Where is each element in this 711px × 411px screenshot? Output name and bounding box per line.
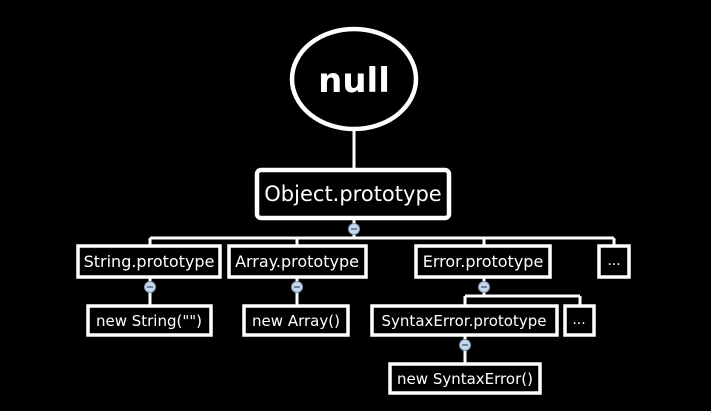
node-string-prototype[interactable]: String.prototype — [76, 244, 222, 279]
node-new-string[interactable]: new String("") — [86, 304, 213, 337]
node-error-prototype-shape — [414, 244, 552, 279]
node-string-prototype-label: String.prototype — [84, 252, 215, 271]
node-object-prototype[interactable]: Object.prototype — [254, 167, 452, 221]
collapse-toggle-object-prototype[interactable] — [348, 223, 360, 235]
collapse-toggle-string-prototype[interactable] — [144, 281, 156, 293]
node-syntax-error-prototype-label: SyntaxError.prototype — [382, 312, 547, 330]
node-new-array-label: new Array() — [252, 312, 340, 330]
node-top-more[interactable]: ... — [597, 244, 631, 279]
node-error-more-shape — [563, 304, 596, 337]
collapse-toggle-array-prototype[interactable] — [291, 281, 303, 293]
node-error-prototype-label: Error.prototype — [423, 252, 544, 271]
node-syntax-error-prototype[interactable]: SyntaxError.prototype — [370, 304, 559, 337]
node-null-shape — [289, 26, 419, 132]
node-top-more-shape — [597, 244, 631, 279]
node-array-prototype-label: Array.prototype — [235, 252, 359, 271]
node-syntax-error-prototype-shape — [370, 304, 559, 337]
node-null-label: null — [318, 61, 390, 101]
node-error-more[interactable]: ... — [563, 304, 596, 337]
node-string-prototype-shape — [76, 244, 222, 279]
node-new-syntax-error-label: new SyntaxError() — [397, 370, 533, 388]
node-object-prototype-label: Object.prototype — [264, 182, 441, 206]
collapse-toggle-error-prototype[interactable] — [478, 281, 490, 293]
node-array-prototype[interactable]: Array.prototype — [227, 244, 368, 279]
node-error-more-label: ... — [572, 312, 585, 328]
node-new-string-shape — [86, 304, 213, 337]
node-new-array-shape — [242, 304, 350, 337]
node-top-more-label: ... — [607, 253, 620, 269]
node-new-syntax-error[interactable]: new SyntaxError() — [388, 362, 542, 395]
node-null[interactable]: null — [289, 26, 419, 132]
node-new-string-label: new String("") — [96, 312, 202, 330]
node-array-prototype-shape — [227, 244, 368, 279]
collapse-toggle-syntax-error-prototype[interactable] — [459, 339, 471, 351]
node-object-prototype-shape — [254, 167, 452, 221]
node-error-prototype[interactable]: Error.prototype — [414, 244, 552, 279]
node-new-array[interactable]: new Array() — [242, 304, 350, 337]
node-new-syntax-error-shape — [388, 362, 542, 395]
